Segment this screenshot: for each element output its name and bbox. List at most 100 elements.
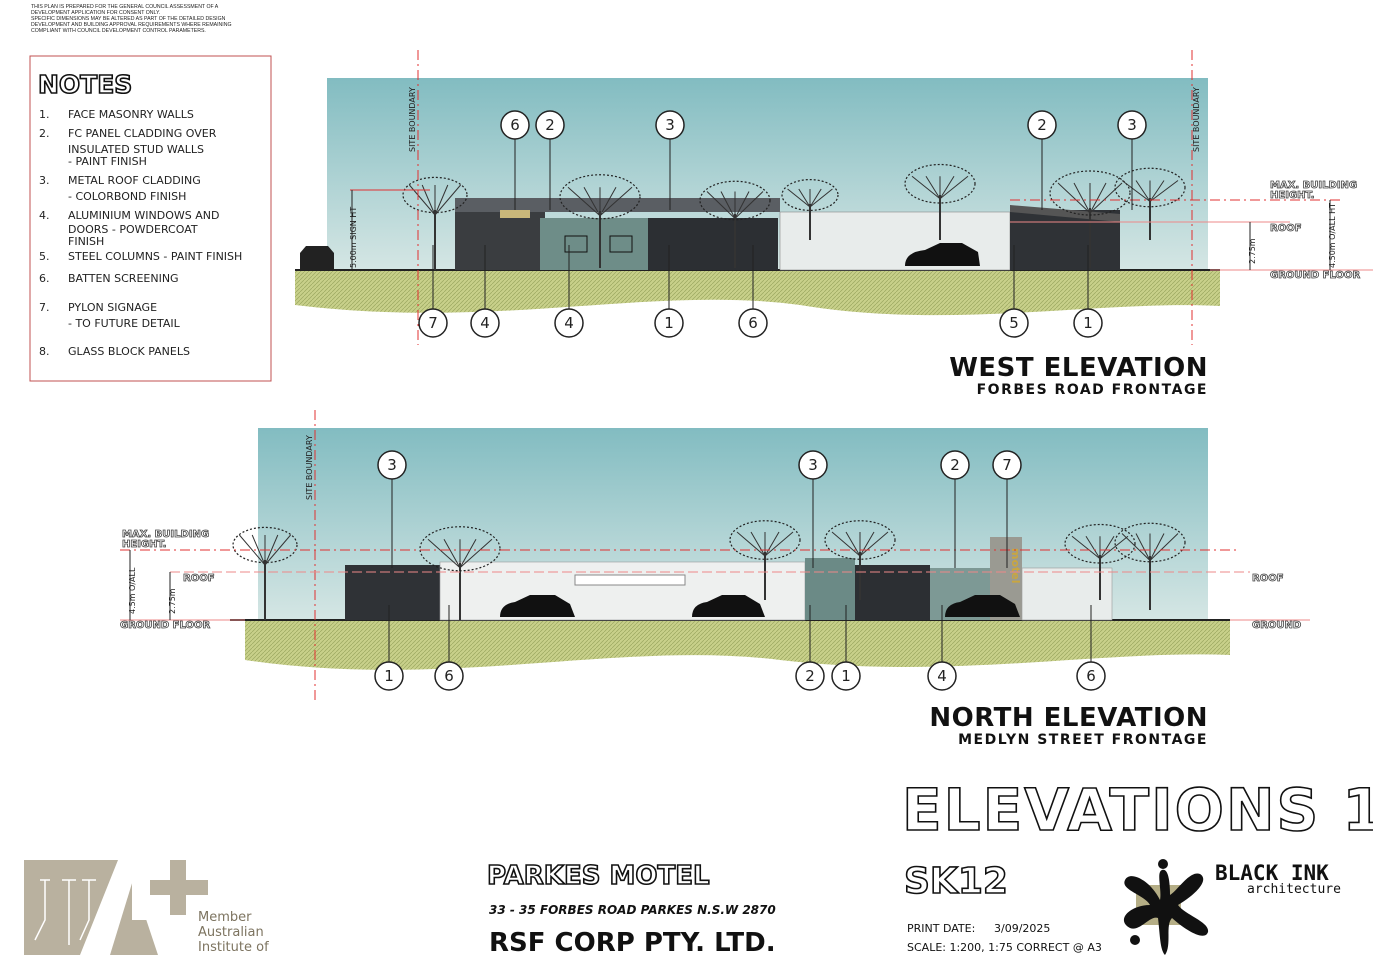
callout-number: 1 (384, 667, 394, 685)
ground (245, 620, 1230, 670)
callout-number: 6 (1086, 667, 1096, 685)
elevation-subtitle: FORBES ROAD FRONTAGE (977, 382, 1208, 398)
callout-marker: 1 (374, 605, 404, 691)
note-text: FACE MASONRY WALLS (68, 108, 194, 121)
note-text: FC PANEL CLADDING OVER (68, 127, 217, 140)
note-text: GLASS BLOCK PANELS (68, 345, 190, 358)
note-text: DOORS - POWDERCOAT (68, 223, 198, 236)
roof-height-dim: 2.75m (1248, 238, 1257, 264)
callout-marker: 7 (418, 245, 448, 338)
callout-marker: 5 (999, 245, 1029, 338)
note-text: BATTEN SCREENING (68, 272, 179, 285)
tree (1064, 523, 1136, 600)
callout-marker: 6 (738, 245, 768, 338)
roof-level-label: ROOF (1252, 573, 1284, 584)
note-number: 7. (39, 301, 50, 314)
tree (1114, 522, 1186, 610)
aia-text: Institute of (198, 940, 269, 955)
notes-title: NOTES (38, 70, 132, 99)
callout-marker: 3 (377, 450, 407, 568)
callout-number: 2 (950, 456, 960, 474)
callout-number: 1 (841, 667, 851, 685)
print-date-label: PRINT DATE: (907, 922, 975, 935)
note-text: METAL ROOF CLADDING (68, 174, 201, 187)
callout-marker: 2 (535, 110, 565, 210)
client-name: RSF CORP PTY. LTD. (489, 928, 776, 955)
firm-subtitle: architecture (1247, 882, 1341, 897)
print-date: 3/09/2025 (994, 922, 1050, 935)
note-number: 3. (39, 174, 50, 187)
tree (232, 526, 298, 620)
note-text: PYLON SIGNAGE (68, 301, 157, 314)
disclaimer-line: COMPLIANT WITH COUNCIL DEVELOPMENT CONTR… (31, 28, 206, 34)
note-text: INSULATED STUD WALLS (68, 143, 204, 156)
callout-number: 5 (1009, 314, 1019, 332)
notes-panel: NOTES 1. FACE MASONRY WALLS 2. FC PANEL CLA… (29, 55, 272, 382)
max-height-label: MAX. BUILDING (122, 529, 209, 540)
note-text: ALUMINIUM WINDOWS AND (68, 209, 219, 222)
callout-marker: 3 (798, 450, 828, 568)
tree (824, 520, 896, 600)
pylon-sign-text: motel (1009, 548, 1022, 584)
disclaimer-line: DEVELOPMENT APPLICATION FOR CONSENT ONLY… (31, 10, 160, 16)
callout-number: 4 (937, 667, 947, 685)
callout-marker: 1 (1073, 245, 1103, 338)
callout-marker: 2 (940, 450, 970, 568)
title-block: ELEVATIONS 1 SK12 PARKES MOTEL 33 - 35 F… (24, 775, 1373, 955)
note-text: - TO FUTURE DETAIL (68, 317, 181, 330)
disclaimer-line: SPECIFIC DIMENSIONS MAY BE ALTERED AS PA… (31, 16, 226, 22)
tree (904, 163, 976, 240)
black-ink-logo: BLACK INK architecture (1123, 859, 1341, 955)
callout-number: 4 (564, 314, 574, 332)
callout-number: 3 (1127, 116, 1137, 134)
callout-marker: 1 (831, 605, 861, 691)
note-number: 6. (39, 272, 50, 285)
callout-marker: 7 (992, 450, 1022, 568)
callout-marker: 3 (655, 110, 685, 210)
callout-number: 2 (805, 667, 815, 685)
site-boundary-label: SITE BOUNDARY (1192, 87, 1201, 152)
callout-number: 3 (387, 456, 397, 474)
callout-marker: 2 (1027, 110, 1057, 210)
disclaimer-line: DEVELOPMENT AND BUILDING APPROVAL REQUIR… (31, 22, 232, 28)
tree (699, 180, 771, 268)
site-boundary-label: SITE BOUNDARY (408, 87, 417, 152)
roof-level-label: ROOF (183, 573, 215, 584)
ground (295, 270, 1220, 316)
overall-height-dim: 4.50m O/ALL HT (1328, 203, 1337, 268)
callout-number: 7 (428, 314, 438, 332)
callout-number: 6 (748, 314, 758, 332)
tree (1114, 167, 1186, 240)
callout-marker: 4 (470, 245, 500, 338)
scale-note: SCALE: 1:200, 1:75 CORRECT @ A3 (907, 941, 1102, 954)
callout-marker: 3 (1117, 110, 1147, 210)
tree (559, 174, 641, 268)
note-number: 2. (39, 127, 50, 140)
note-number: 4. (39, 209, 50, 222)
elevation-subtitle: MEDLYN STREET FRONTAGE (958, 732, 1208, 748)
note-number: 1. (39, 108, 50, 121)
callout-marker: 4 (927, 605, 957, 691)
callout-number: 1 (664, 314, 674, 332)
sheet-number: SK12 (904, 861, 1008, 902)
roof-level-label: ROOF (1270, 223, 1302, 234)
callout-number: 2 (1037, 116, 1047, 134)
sheet-title: ELEVATIONS 1 (902, 776, 1373, 844)
callout-number: 3 (808, 456, 818, 474)
note-text: - COLORBOND FINISH (68, 190, 186, 203)
sign-height-dim: 5.00m SIGN HT (349, 207, 358, 268)
firm-name: BLACK INK (1215, 861, 1329, 885)
max-height-label: MAX. BUILDING (1270, 180, 1357, 191)
callout-number: 1 (1083, 314, 1093, 332)
callout-number: 4 (480, 314, 490, 332)
ground-level-label: GROUND (1252, 620, 1301, 631)
callout-number: 3 (665, 116, 675, 134)
callout-marker: 1 (654, 245, 684, 338)
north-elevation: motel SITE BOUNDARY MAX. BUILDING HEIGHT… (120, 410, 1310, 748)
project-name: PARKES MOTEL (487, 861, 710, 891)
aia-text: Member (198, 910, 252, 925)
callout-marker: 6 (434, 605, 464, 691)
ground-level-label: GROUND FLOOR (1270, 270, 1361, 281)
site-boundary-label: SITE BOUNDARY (305, 435, 314, 500)
